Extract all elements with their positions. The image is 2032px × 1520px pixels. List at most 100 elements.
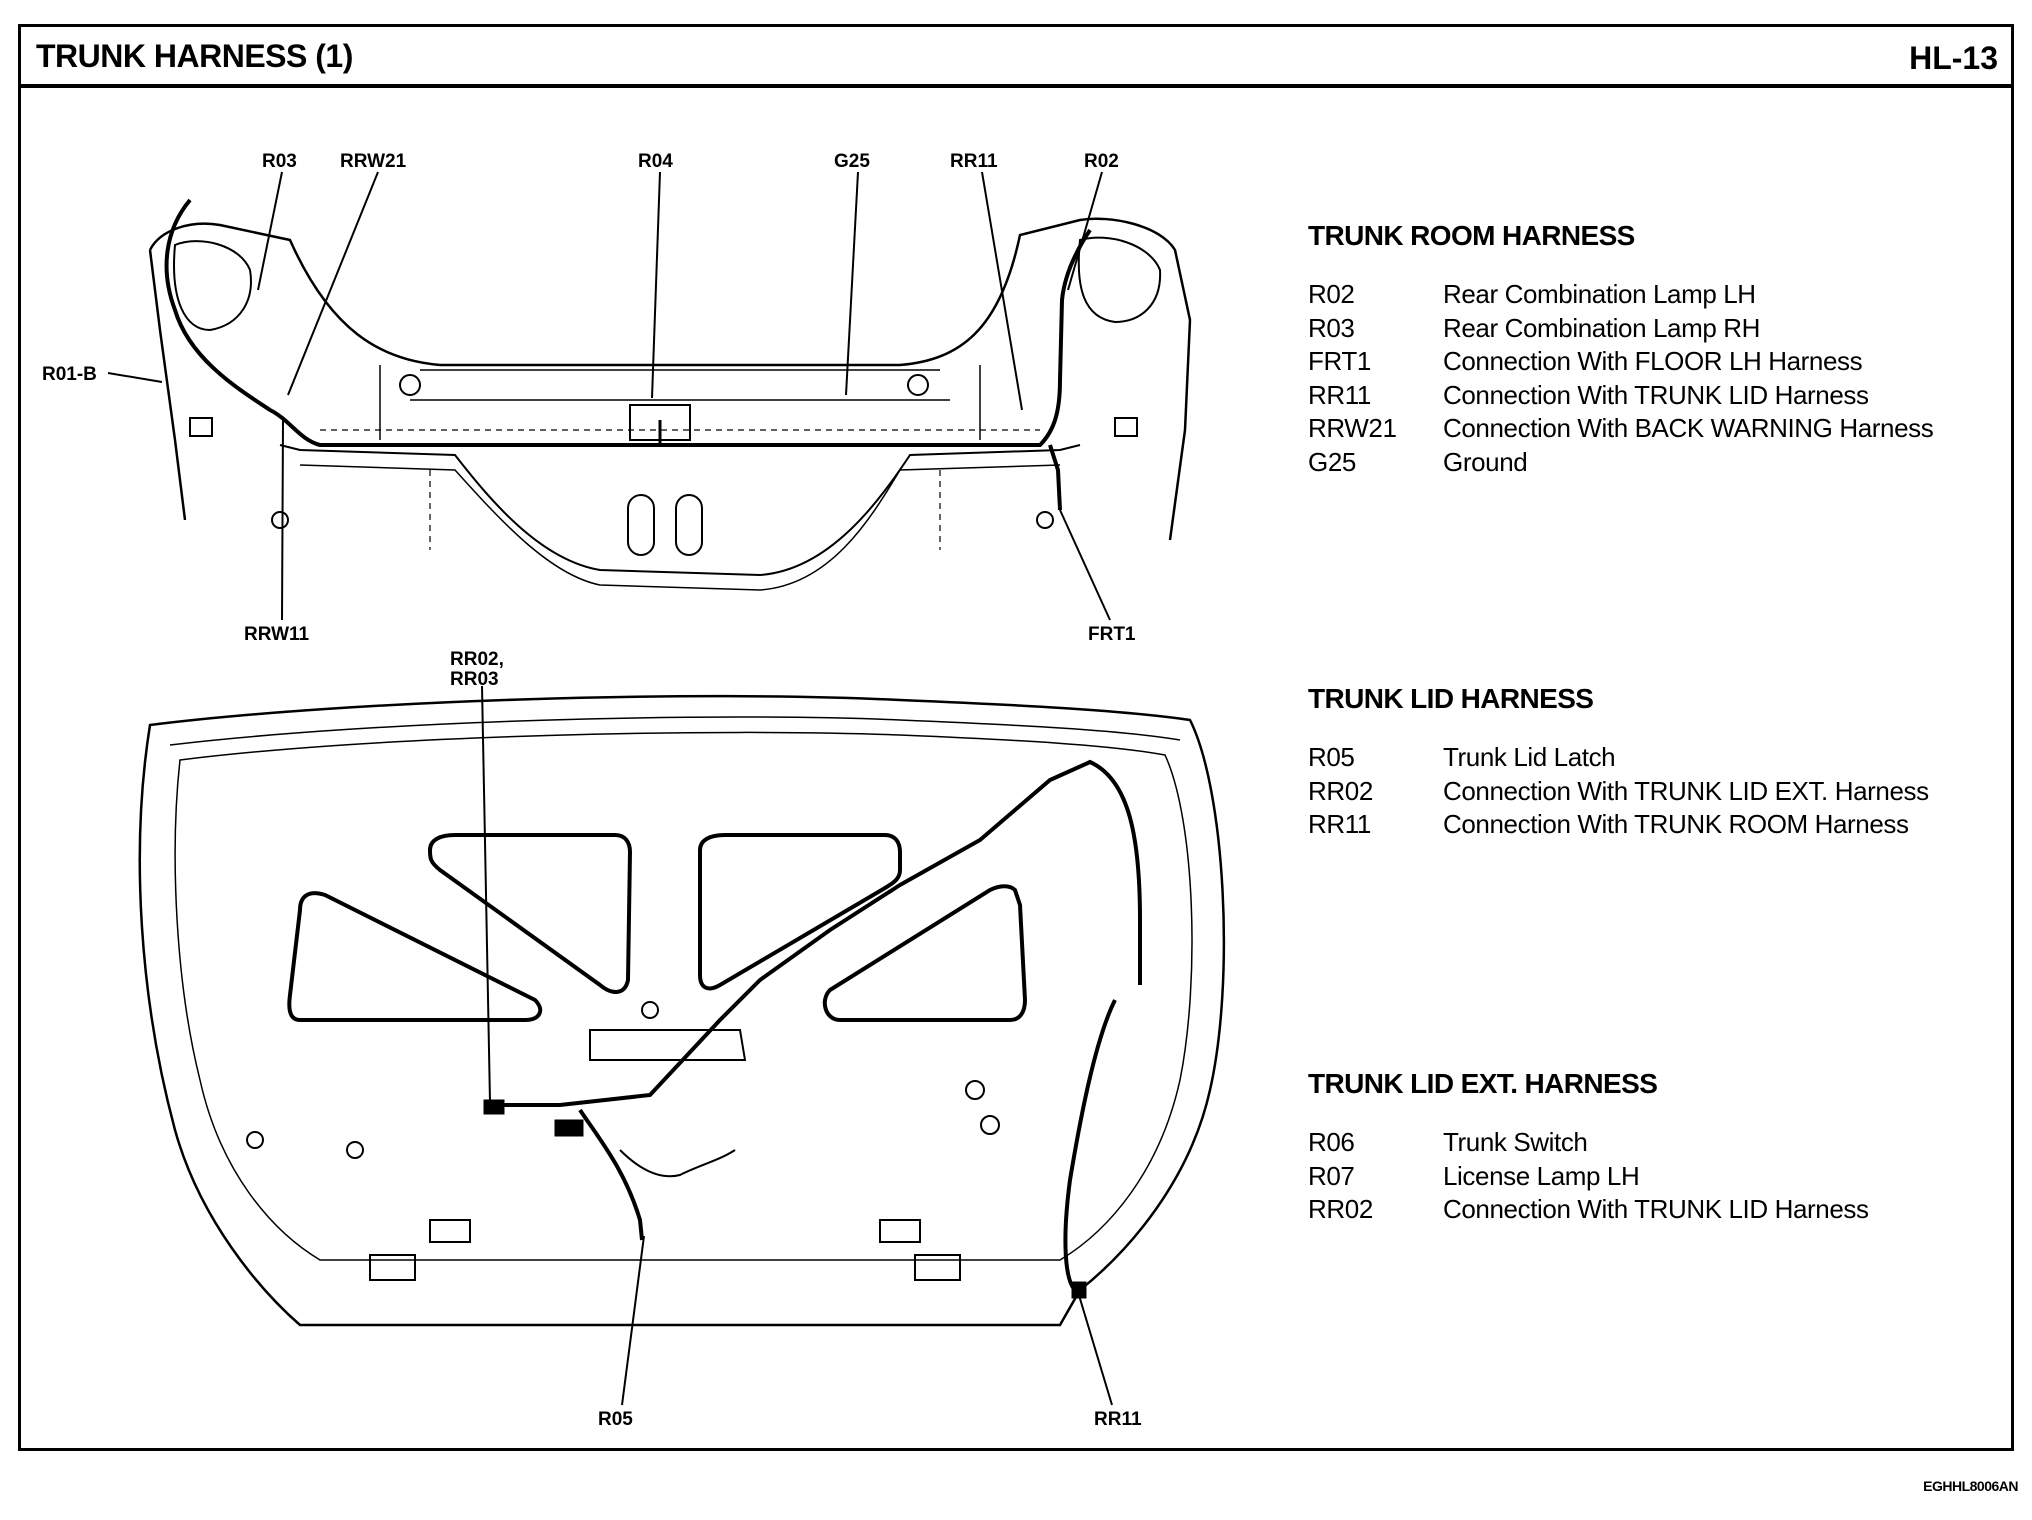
top-leader-lines <box>107 171 1111 621</box>
crossmember-lower <box>299 464 1061 591</box>
trunk-lid-opening-right <box>822 884 1028 1022</box>
legend-code: R02 <box>1308 279 1355 309</box>
leader-r01b <box>107 372 163 383</box>
legend-desc: Connection With TRUNK LID Harness <box>1443 1194 1869 1224</box>
legend-row: RRW21 Connection With BACK WARNING Harnes… <box>1308 412 1998 446</box>
bolt <box>965 1080 985 1100</box>
legend-code: RR02 <box>1308 1194 1373 1224</box>
legend-row: R07 License Lamp LH <box>1308 1160 1998 1194</box>
latch-branch-wire <box>578 1108 644 1241</box>
bolt <box>1036 511 1054 529</box>
legend-row: RR02 Connection With TRUNK LID EXT. Harne… <box>1308 775 1998 809</box>
page-number: HL-13 <box>1909 40 1998 76</box>
legend-row: R02 Rear Combination Lamp LH <box>1308 278 1998 312</box>
bolt <box>907 374 929 396</box>
legend-desc: Connection With FLOOR LH Harness <box>1443 346 1863 376</box>
trunk-lid-top-edge <box>169 716 1181 746</box>
trunk-room-drawing <box>148 198 1192 591</box>
page-frame <box>18 24 2014 1451</box>
bottom-leader-lines <box>481 685 1113 1406</box>
legend-desc: Ground <box>1443 446 1528 477</box>
legend-code: R03 <box>1308 312 1355 343</box>
trunk-lid-ext-harness-wire <box>1063 999 1117 1292</box>
hinge-pad <box>429 1219 471 1243</box>
legend-title: TRUNK ROOM HARNESS <box>1308 220 1635 251</box>
trunk-lid-harness-wire <box>490 759 1142 1107</box>
callout-rr11-bottom: RR11 <box>1094 1409 1142 1430</box>
oval-hole-right <box>675 494 703 556</box>
trunk-lid-inner-outline <box>174 731 1193 1261</box>
legend-row: RR02 Connection With TRUNK LID Harness <box>1308 1193 1998 1227</box>
leader-rrw11 <box>281 419 284 621</box>
rear-panel-outline <box>148 217 1192 541</box>
bolt <box>980 1115 1000 1135</box>
legend-desc: Trunk Lid Latch <box>1443 742 1616 772</box>
callout-r03: R03 <box>262 151 297 172</box>
leader-rr02-rr03 <box>481 685 491 1103</box>
page-title: TRUNK HARNESS (1) <box>36 38 353 74</box>
callout-rr03: RR03 <box>450 669 499 690</box>
legend-code: RR11 <box>1308 809 1371 839</box>
connector-rr02 <box>483 1099 505 1115</box>
leader-g25 <box>845 171 859 396</box>
bolt <box>246 1131 264 1149</box>
frt1-branch-wire <box>1048 444 1062 511</box>
bolt <box>271 511 289 529</box>
legend-row: RR11 Connection With TRUNK ROOM Harness <box>1308 808 1998 842</box>
legend-row: RR11 Connection With TRUNK LID Harness <box>1308 379 1998 413</box>
legend-code: R05 <box>1308 742 1355 772</box>
callout-r02: R02 <box>1084 151 1119 172</box>
legend-desc: Connection With TRUNK LID EXT. Harness <box>1443 775 1929 806</box>
crossmember <box>279 444 1081 577</box>
callout-rrw21: RRW21 <box>340 151 407 172</box>
trunk-lid-opening-center-right <box>698 833 902 991</box>
callout-r05: R05 <box>598 1409 633 1430</box>
trunk-lid-opening-left <box>287 891 543 1022</box>
legend-row: R05 Trunk Lid Latch <box>1308 741 1998 775</box>
leader-r03 <box>257 171 283 291</box>
bolt <box>641 1001 659 1019</box>
legend-code: RRW21 <box>1308 413 1397 443</box>
legend-desc: License Lamp LH <box>1443 1160 1640 1191</box>
bolt <box>346 1141 364 1159</box>
trunk-lid-drawing <box>138 694 1226 1327</box>
leader-frt1 <box>1059 509 1111 621</box>
legend-trunk-lid-ext: TRUNK LID EXT. HARNESS R06 Trunk Switch R… <box>1308 1068 1998 1227</box>
callout-g25: G25 <box>834 151 870 172</box>
bracket <box>189 417 213 437</box>
hidden-lines <box>320 429 1040 550</box>
callout-frt1: FRT1 <box>1088 624 1136 645</box>
left-lamp-cavity <box>173 240 252 332</box>
legend-row: R06 Trunk Switch <box>1308 1126 1998 1160</box>
legend-desc: Rear Combination Lamp RH <box>1443 312 1760 343</box>
legend-desc: Rear Combination Lamp LH <box>1443 279 1756 309</box>
legend-desc: Connection With BACK WARNING Harness <box>1443 413 1934 443</box>
leader-r05 <box>621 1235 645 1406</box>
hinge-pad <box>369 1254 416 1281</box>
callout-rr11-top: RR11 <box>950 151 998 172</box>
callout-r01b: R01-B <box>42 364 97 385</box>
header-rule <box>18 84 2014 88</box>
right-lamp-cavity <box>1077 236 1162 324</box>
legend-desc: Trunk Switch <box>1443 1127 1588 1157</box>
legend-desc: Connection With TRUNK LID Harness <box>1443 379 1869 410</box>
legend-title: TRUNK LID EXT. HARNESS <box>1308 1068 1658 1099</box>
trunk-room-harness-wire <box>164 198 1092 447</box>
legend-code: R07 <box>1308 1160 1355 1191</box>
legend-row: R03 Rear Combination Lamp RH <box>1308 312 1998 346</box>
leader-rrw21 <box>287 171 379 396</box>
legend-code: RR02 <box>1308 775 1373 806</box>
oval-hole-left <box>627 494 655 556</box>
legend-desc: Connection With TRUNK ROOM Harness <box>1443 809 1909 839</box>
connector-r05 <box>554 1119 584 1137</box>
figure-code: EGHHL8006AN <box>1923 1478 2018 1494</box>
legend-code: G25 <box>1308 446 1356 477</box>
callout-r04: R04 <box>638 151 673 172</box>
legend-title: TRUNK LID HARNESS <box>1308 683 1594 714</box>
legend-code: R06 <box>1308 1127 1355 1157</box>
leader-rr11-top <box>981 171 1023 411</box>
leader-r02 <box>1067 171 1103 291</box>
legend-code: RR11 <box>1308 379 1371 410</box>
